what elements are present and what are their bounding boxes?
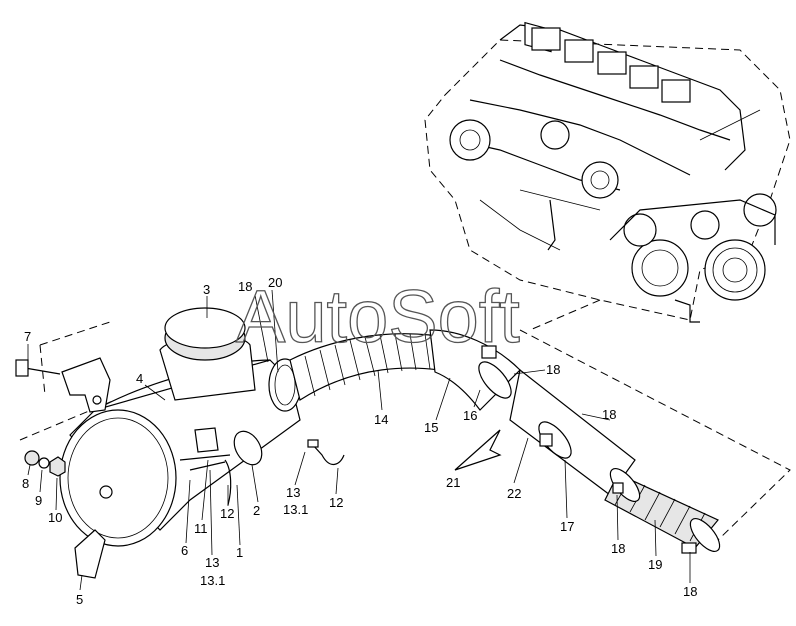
- callout-20: 20: [268, 275, 282, 290]
- callout-18: 18: [611, 541, 625, 556]
- sensor-hose: [224, 459, 232, 506]
- callout-21: 21: [446, 475, 460, 490]
- guide-line: [39, 344, 46, 396]
- callout-12: 12: [220, 506, 234, 521]
- callout-labels: 3 18 20 7 4 14 15 16 18 18 21 22 17 18 1…: [22, 275, 697, 607]
- callout-5: 5: [76, 592, 83, 607]
- callout-13-1: 13.1: [200, 573, 225, 588]
- callout-18: 18: [238, 279, 252, 294]
- restriction-sensor: [194, 427, 219, 453]
- guide-line: [529, 299, 601, 331]
- nut: [49, 456, 66, 477]
- callout-4: 4: [136, 371, 143, 386]
- callout-11: 11: [194, 521, 208, 536]
- callout-7: 7: [24, 329, 31, 344]
- gasket-plate: [233, 430, 263, 466]
- callout-3: 3: [203, 282, 210, 297]
- callout-19: 19: [648, 557, 662, 572]
- guide-line: [519, 329, 791, 541]
- callout-17: 17: [560, 519, 574, 534]
- callout-13-1: 13.1: [283, 502, 308, 517]
- callout-8: 8: [22, 476, 29, 491]
- watermark: AutoSoft: [236, 275, 520, 358]
- leader-lines: [27, 289, 691, 591]
- flow-direction-arrow: [454, 429, 502, 471]
- callout-13: 13: [205, 555, 219, 570]
- dust-valve: [74, 529, 106, 579]
- callout-1: 1: [236, 545, 243, 560]
- callout-22: 22: [507, 486, 521, 501]
- air-filter-housing: [59, 307, 301, 547]
- callout-13: 13: [286, 485, 300, 500]
- lock-washer: [38, 457, 50, 469]
- bolt: [15, 359, 61, 377]
- callout-10: 10: [48, 510, 62, 525]
- callout-9: 9: [35, 493, 42, 508]
- callout-15: 15: [424, 420, 438, 435]
- callout-12: 12: [329, 495, 343, 510]
- hose-clamps: [478, 345, 721, 554]
- guide-line: [39, 321, 111, 346]
- callout-2: 2: [253, 503, 260, 518]
- callout-18: 18: [546, 362, 560, 377]
- callout-18: 18: [683, 584, 697, 599]
- bracket: [61, 357, 111, 413]
- corrugated-hose: [289, 333, 441, 401]
- vacuum-line: [307, 439, 345, 465]
- callout-6: 6: [181, 543, 188, 558]
- callout-16: 16: [463, 408, 477, 423]
- washer: [24, 450, 40, 466]
- callout-14: 14: [374, 412, 388, 427]
- callout-18: 18: [602, 407, 616, 422]
- engine-block: [424, 21, 791, 323]
